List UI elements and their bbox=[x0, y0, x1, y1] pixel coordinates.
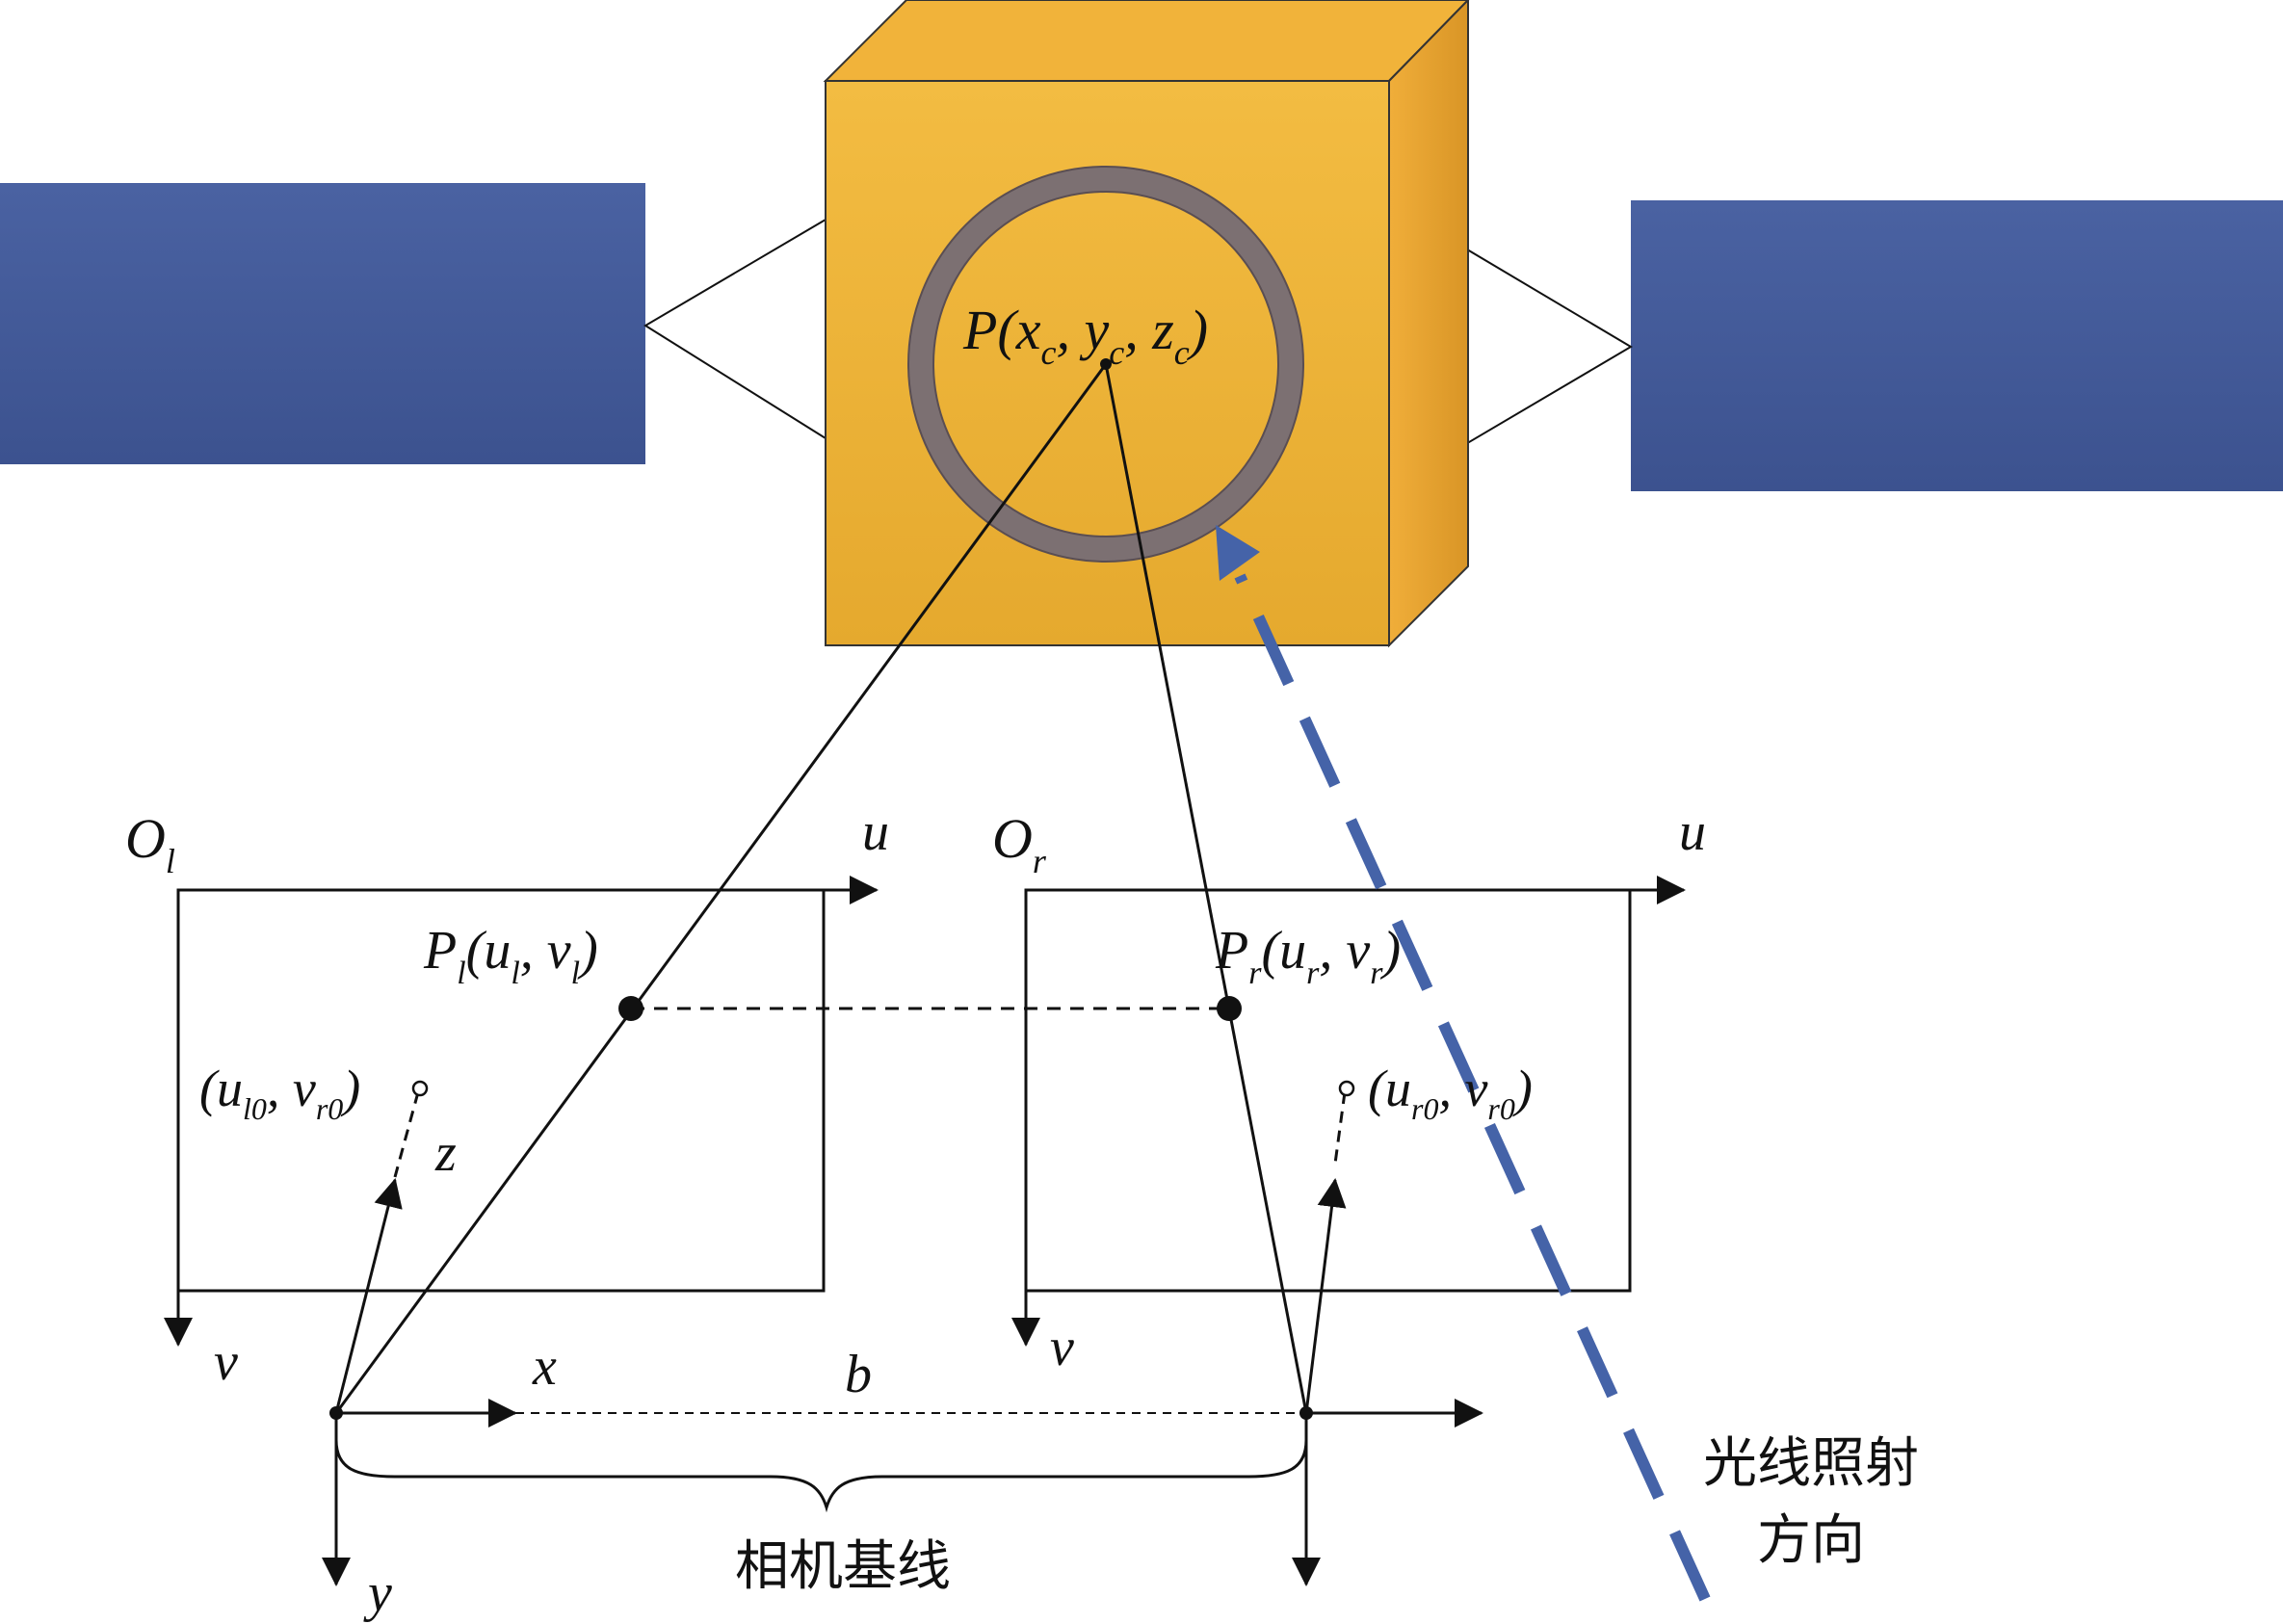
left-projection-ray bbox=[334, 363, 1108, 1414]
left-camera-z-axis bbox=[334, 1178, 403, 1414]
label-right-origin: Or bbox=[992, 807, 1047, 880]
right-principal-leader bbox=[1333, 1091, 1347, 1165]
label-right-v: v bbox=[1050, 1318, 1074, 1377]
right-camera-z-axis bbox=[1304, 1178, 1347, 1414]
satellite-box-top bbox=[823, 0, 1470, 82]
label-x-axis: x bbox=[532, 1337, 557, 1397]
left-panel-connector bbox=[643, 219, 827, 439]
target-ring bbox=[908, 167, 1303, 562]
left-camera-center bbox=[329, 1406, 343, 1420]
label-baseline-caption: 相机基线 bbox=[735, 1535, 951, 1598]
label-point-Pr: Pr(ur, vr) bbox=[1215, 921, 1401, 991]
point-Pl-dot bbox=[618, 996, 643, 1021]
label-left-origin: Ol bbox=[125, 807, 175, 880]
light-ray-arrowhead bbox=[1216, 525, 1260, 581]
satellite-box-side bbox=[1388, 0, 1469, 648]
label-principal-left: (ul0, vr0) bbox=[199, 1060, 360, 1126]
right-principal-point-marker bbox=[1338, 1080, 1355, 1097]
label-principal-right: (ur0, vr0) bbox=[1368, 1060, 1533, 1126]
label-y-axis: y bbox=[363, 1563, 392, 1623]
target-ring-outline-inner bbox=[932, 191, 1279, 537]
label-left-v: v bbox=[214, 1332, 238, 1392]
label-point-P: P(xc, yc, zc) bbox=[962, 299, 1208, 372]
label-light-caption-line2: 方向 bbox=[1757, 1509, 1865, 1572]
left-principal-leader bbox=[393, 1091, 420, 1178]
label-light-caption-line1: 光线照射 bbox=[1703, 1432, 1919, 1495]
label-left-u: u bbox=[862, 802, 889, 862]
target-ring-outline-outer bbox=[907, 166, 1304, 563]
point-Pr-dot bbox=[1217, 996, 1242, 1021]
right-solar-panel bbox=[1631, 200, 2283, 491]
light-ray-direction bbox=[1234, 573, 1711, 1602]
left-solar-panel bbox=[0, 183, 645, 464]
right-projection-ray bbox=[1104, 363, 1308, 1414]
label-point-Pl: Pl(ul, vl) bbox=[423, 921, 598, 991]
label-right-u: u bbox=[1679, 802, 1706, 862]
label-baseline-b: b bbox=[845, 1345, 872, 1404]
baseline-brace bbox=[334, 1439, 1308, 1513]
left-principal-point-marker bbox=[411, 1080, 429, 1097]
label-z-axis: z bbox=[434, 1123, 457, 1183]
point-P-dot bbox=[1100, 358, 1112, 370]
